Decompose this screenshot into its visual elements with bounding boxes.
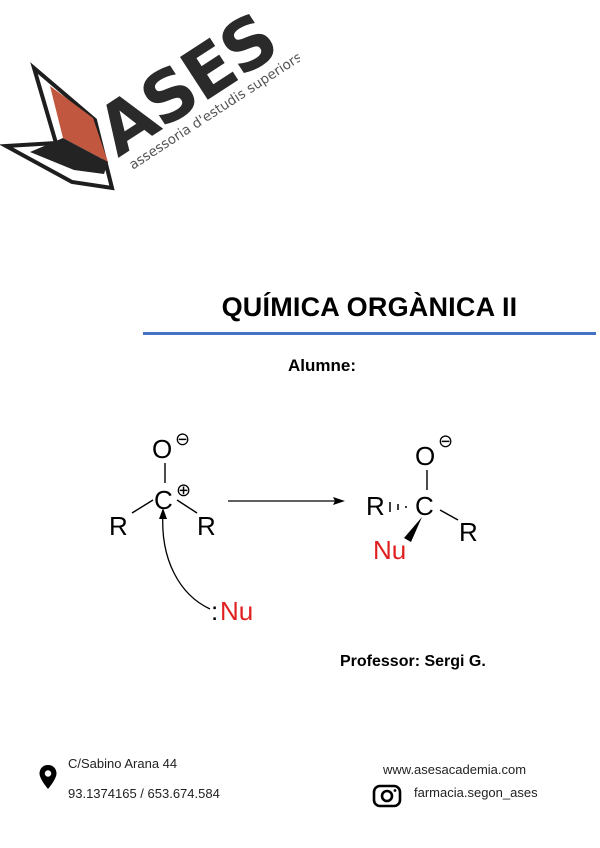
curved-arrow-icon — [159, 508, 211, 610]
title-divider — [143, 332, 596, 335]
address-text: C/Sabino Arana 44 — [68, 756, 178, 771]
brand-wordmark: ASES assessoria d'estudis superiors — [83, 0, 305, 173]
instagram-handle-link[interactable]: farmacia.segon_ases — [414, 785, 538, 800]
nucleophilic-addition-diagram: O ⊖ C ⊕ R R : Nu O ⊖ C — [109, 429, 478, 626]
website-link[interactable]: www.asesacademia.com — [383, 762, 527, 777]
svg-text:O: O — [152, 434, 172, 464]
reaction-scheme: O ⊖ C ⊕ R R : Nu O ⊖ C — [0, 400, 600, 640]
ases-logo-graphic: ASES assessoria d'estudis superiors — [0, 0, 305, 191]
svg-text:C: C — [415, 491, 434, 521]
svg-text:Nu: Nu — [373, 535, 406, 565]
svg-text:⊕: ⊕ — [176, 480, 191, 500]
svg-text:R: R — [197, 511, 216, 541]
svg-text:Nu: Nu — [220, 596, 253, 626]
svg-text:O: O — [415, 441, 435, 471]
nucleophile: : Nu — [211, 596, 253, 626]
book-icon — [0, 62, 115, 191]
svg-text:R: R — [109, 511, 128, 541]
professor-name: Professor: Sergi G. — [340, 653, 486, 670]
instagram-icon[interactable] — [372, 784, 402, 808]
phone-text: 93.1374165 / 653.674.584 — [68, 786, 220, 801]
page-title: QUÍMICA ORGÀNICA II — [221, 292, 518, 322]
student-name-label: Alumne: — [288, 356, 356, 375]
svg-text::: : — [211, 596, 218, 626]
svg-text:⊖: ⊖ — [175, 429, 190, 449]
ases-logo: ASES assessoria d'estudis superiors — [0, 0, 305, 200]
svg-text:⊖: ⊖ — [438, 431, 453, 451]
product-molecule: O ⊖ C R R Nu — [366, 431, 478, 565]
reactant-molecule: O ⊖ C ⊕ R R — [109, 429, 216, 541]
svg-text:R: R — [366, 491, 385, 521]
svg-text:C: C — [154, 485, 173, 515]
svg-text:R: R — [459, 517, 478, 547]
map-pin-icon — [38, 764, 58, 790]
reaction-arrow-icon — [228, 497, 345, 505]
